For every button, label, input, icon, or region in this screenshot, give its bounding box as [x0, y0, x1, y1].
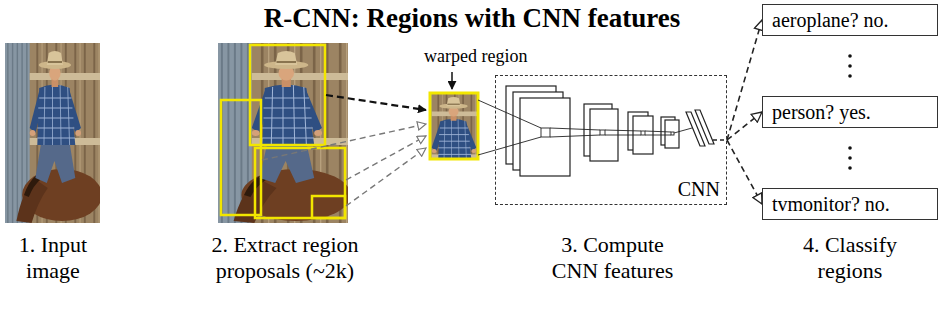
callout-label-text: warped region — [424, 46, 527, 66]
step-caption: 1. Input image — [0, 232, 106, 285]
leader-arrow — [451, 72, 453, 89]
ellipsis-dots — [848, 146, 852, 150]
warped-frame — [430, 93, 478, 159]
warp-arrow — [346, 148, 426, 206]
input-photo — [5, 43, 100, 223]
step-caption: 2. Extract region proposals (~2k) — [200, 232, 370, 285]
receptive-lines — [674, 128, 692, 133]
ellipsis-dots — [848, 64, 852, 68]
receptive-lines — [478, 100, 726, 155]
warped-photo — [430, 93, 478, 159]
cnn-layers — [520, 98, 570, 176]
receptive-lines — [478, 137, 541, 155]
receptive-lines — [645, 131, 671, 132]
receptive-lines — [541, 128, 550, 137]
step-caption-text: 1. Input image — [19, 232, 87, 283]
receptive-lines — [600, 130, 605, 135]
proposal-box — [312, 196, 345, 218]
proposal-box — [221, 45, 345, 218]
proposal-box — [250, 45, 325, 145]
proposal-photo — [218, 43, 348, 223]
cnn-layers — [506, 86, 714, 176]
receptive-lines — [645, 135, 671, 136]
proposal-box — [255, 148, 345, 218]
class-box: person? yes. — [762, 96, 938, 128]
cnn-box: CNN — [495, 75, 727, 205]
input-photo — [5, 43, 100, 223]
class-result: aeroplane? no. — [772, 8, 928, 32]
class-box: tvmonitor? no. — [762, 188, 938, 220]
step-caption-text: 3. Compute CNN features — [552, 232, 674, 283]
dashed-arrow — [727, 140, 762, 204]
receptive-lines — [641, 131, 645, 135]
cnn-layers — [665, 120, 679, 148]
step-caption-text: 4. Classify regions — [803, 232, 897, 283]
proposal-photo — [218, 43, 348, 223]
class-result: tvmonitor? no. — [772, 192, 928, 216]
receptive-lines — [550, 128, 600, 130]
network-label: CNN — [678, 177, 720, 201]
class-result: person? yes. — [772, 100, 928, 124]
class-box: aeroplane? no. — [762, 4, 938, 36]
receptive-lines — [605, 130, 641, 131]
ellipsis-dots — [848, 74, 852, 78]
receptive-lines — [550, 135, 600, 137]
receptive-lines — [605, 135, 641, 136]
callout-label: warped region — [424, 46, 554, 68]
receptive-lines — [671, 132, 674, 135]
warp-arrow — [326, 95, 426, 110]
cnn-layers — [695, 110, 714, 144]
ellipsis-dots — [848, 166, 852, 170]
step-caption-text: 2. Extract region proposals (~2k) — [211, 232, 358, 283]
ellipsis-dots — [848, 156, 852, 160]
receptive-lines — [478, 100, 541, 128]
warp-arrow — [262, 95, 426, 206]
step-caption: 4. Classify regions — [790, 232, 910, 285]
step-caption: 3. Compute CNN features — [540, 232, 685, 285]
title-text: R-CNN: Regions with CNN features — [264, 3, 680, 33]
warp-arrow — [262, 124, 426, 160]
ellipsis-dots — [848, 54, 852, 58]
dashed-arrow — [727, 20, 762, 140]
receptive-lines — [713, 139, 726, 140]
dashed-arrow — [727, 112, 762, 140]
warped-photo — [430, 93, 478, 159]
warp-arrow — [346, 136, 426, 180]
